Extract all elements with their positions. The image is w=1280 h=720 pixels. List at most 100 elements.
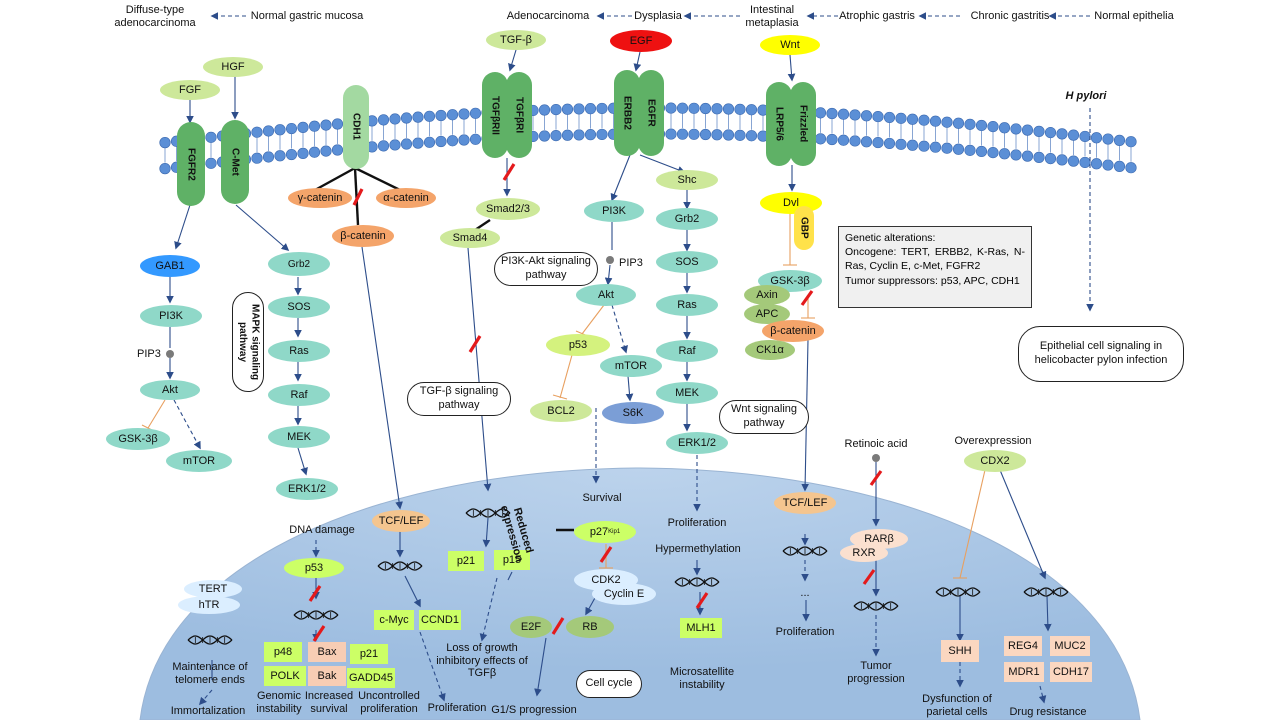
membrane-bead xyxy=(1067,155,1080,167)
node-p21-nucleus-left: p21 xyxy=(350,644,388,664)
membrane-bead xyxy=(722,103,735,115)
label-pip3-left: PIP3 xyxy=(137,348,161,360)
membrane-bead xyxy=(849,135,861,147)
membrane-bead xyxy=(837,108,850,120)
node-raf-left: Raf xyxy=(268,384,330,406)
node-htr: hTR xyxy=(178,596,240,614)
membrane-bead xyxy=(446,135,459,147)
receptor-frizzled: Frizzled xyxy=(790,82,816,166)
dna-icon xyxy=(674,577,720,587)
membrane-bead xyxy=(561,103,574,115)
membrane-bead xyxy=(159,163,171,175)
membrane-bead xyxy=(1021,150,1034,162)
dna-icon xyxy=(853,601,899,611)
dna-icon xyxy=(293,610,339,620)
node-cdh17: CDH17 xyxy=(1050,662,1092,682)
membrane-bead xyxy=(1113,134,1126,146)
node-akt-mid: Akt xyxy=(576,284,636,306)
membrane-bead xyxy=(573,103,585,115)
membrane-bead xyxy=(308,146,321,158)
membrane-bead xyxy=(297,121,309,133)
node-tcf-lef-right: TCF/LEF xyxy=(774,492,836,514)
label-immortalization: Immortalization xyxy=(170,705,246,717)
genetic-oncogene: Oncogene: TERT, ERBB2, K-Ras, N-Ras, Cyc… xyxy=(845,246,1025,273)
membrane-bead xyxy=(987,146,999,159)
progression-normal-epithelia: Normal epithelia xyxy=(1094,10,1174,22)
membrane-bead xyxy=(814,133,827,145)
receptor-erbb2: ERBB2 xyxy=(614,70,640,156)
label-hypermethylation: Hypermethylation xyxy=(655,543,741,555)
membrane-bead xyxy=(860,110,873,122)
dna-icon xyxy=(782,546,828,556)
node-rb: RB xyxy=(566,616,614,638)
membrane-bead xyxy=(285,148,298,161)
membrane-bead xyxy=(251,152,263,164)
node-erk-mid: ERK1/2 xyxy=(666,432,728,454)
node-cyclin-e: Cyclin E xyxy=(592,583,656,605)
node-p53-mid: p53 xyxy=(546,334,610,356)
membrane-bead xyxy=(469,107,482,119)
membrane-bead xyxy=(1102,159,1114,171)
label-tumor-progression: Tumor progression xyxy=(847,660,905,685)
membrane-bead xyxy=(389,139,401,151)
node-ck1a: CK1α xyxy=(745,340,795,360)
membrane-bead xyxy=(688,128,700,140)
membrane-bead xyxy=(676,102,689,114)
node-raf-mid: Raf xyxy=(656,340,718,362)
membrane-bead xyxy=(837,134,850,146)
node-alpha-catenin: α-catenin xyxy=(376,188,436,208)
membrane-bead xyxy=(262,151,275,163)
genetic-alterations-box: Genetic alterations: Oncogene: TERT, ERB… xyxy=(838,226,1032,308)
membrane-bead xyxy=(665,102,677,114)
membrane-bead xyxy=(458,134,470,146)
ligand-tgfb: TGF-β xyxy=(486,30,546,50)
membrane-bead xyxy=(1056,154,1068,166)
membrane-bead xyxy=(1102,133,1114,145)
membrane-bead xyxy=(688,102,700,114)
membrane-bead xyxy=(872,136,884,149)
node-gsk3b-left: GSK-3β xyxy=(106,428,170,450)
node-p21: p21 xyxy=(448,551,484,571)
receptor-cmet: C-Met xyxy=(221,120,249,204)
membrane-bead xyxy=(952,143,965,155)
membrane-bead xyxy=(331,144,344,156)
node-p15: p15 xyxy=(494,550,530,570)
membrane-bead xyxy=(400,138,413,150)
node-ras-left: Ras xyxy=(268,340,330,362)
membrane-bead xyxy=(538,130,551,142)
node-akt-left: Akt xyxy=(140,380,200,400)
membrane-bead xyxy=(1044,152,1057,165)
membrane-bead xyxy=(205,157,217,169)
label-proliferation-left: Proliferation xyxy=(427,702,487,714)
label-uncontrolled-proliferation: Uncontrolled proliferation xyxy=(358,690,420,715)
node-tcf-lef-left: TCF/LEF xyxy=(372,510,430,532)
node-sos-mid: SOS xyxy=(656,251,718,273)
membrane-bead xyxy=(550,129,562,142)
node-cdx2: CDX2 xyxy=(964,450,1026,472)
membrane-bead xyxy=(895,112,907,124)
ligand-fgf: FGF xyxy=(160,80,220,100)
node-beta-catenin-wnt: β-catenin xyxy=(762,320,824,342)
receptor-cdh1: CDH1 xyxy=(343,85,369,169)
label-genomic-instability: Genomic instability xyxy=(256,690,302,715)
label-pip3-mid: PIP3 xyxy=(619,257,643,269)
node-mdr1: MDR1 xyxy=(1004,662,1044,682)
node-gamma-catenin: γ-catenin xyxy=(288,188,352,208)
ligand-egf: EGF xyxy=(610,30,672,52)
membrane-bead xyxy=(975,145,988,158)
membrane-bead xyxy=(745,130,758,142)
membrane-bead xyxy=(987,120,999,133)
receptor-egfr: EGFR xyxy=(638,70,664,156)
membrane-bead xyxy=(872,110,884,123)
progression-normal-gastric-mucosa: Normal gastric mucosa xyxy=(250,10,364,22)
membrane-bead xyxy=(883,137,896,150)
label-increased-survival: Increased survival xyxy=(304,690,354,715)
arrow-layer xyxy=(141,12,1094,706)
membrane-bead xyxy=(826,107,838,120)
membrane-bead xyxy=(159,137,171,149)
membrane-bead xyxy=(458,108,470,120)
receptor-lrp56: LRP5/6 xyxy=(766,82,792,166)
membrane-bead xyxy=(297,147,309,159)
membrane-bead xyxy=(883,111,896,124)
